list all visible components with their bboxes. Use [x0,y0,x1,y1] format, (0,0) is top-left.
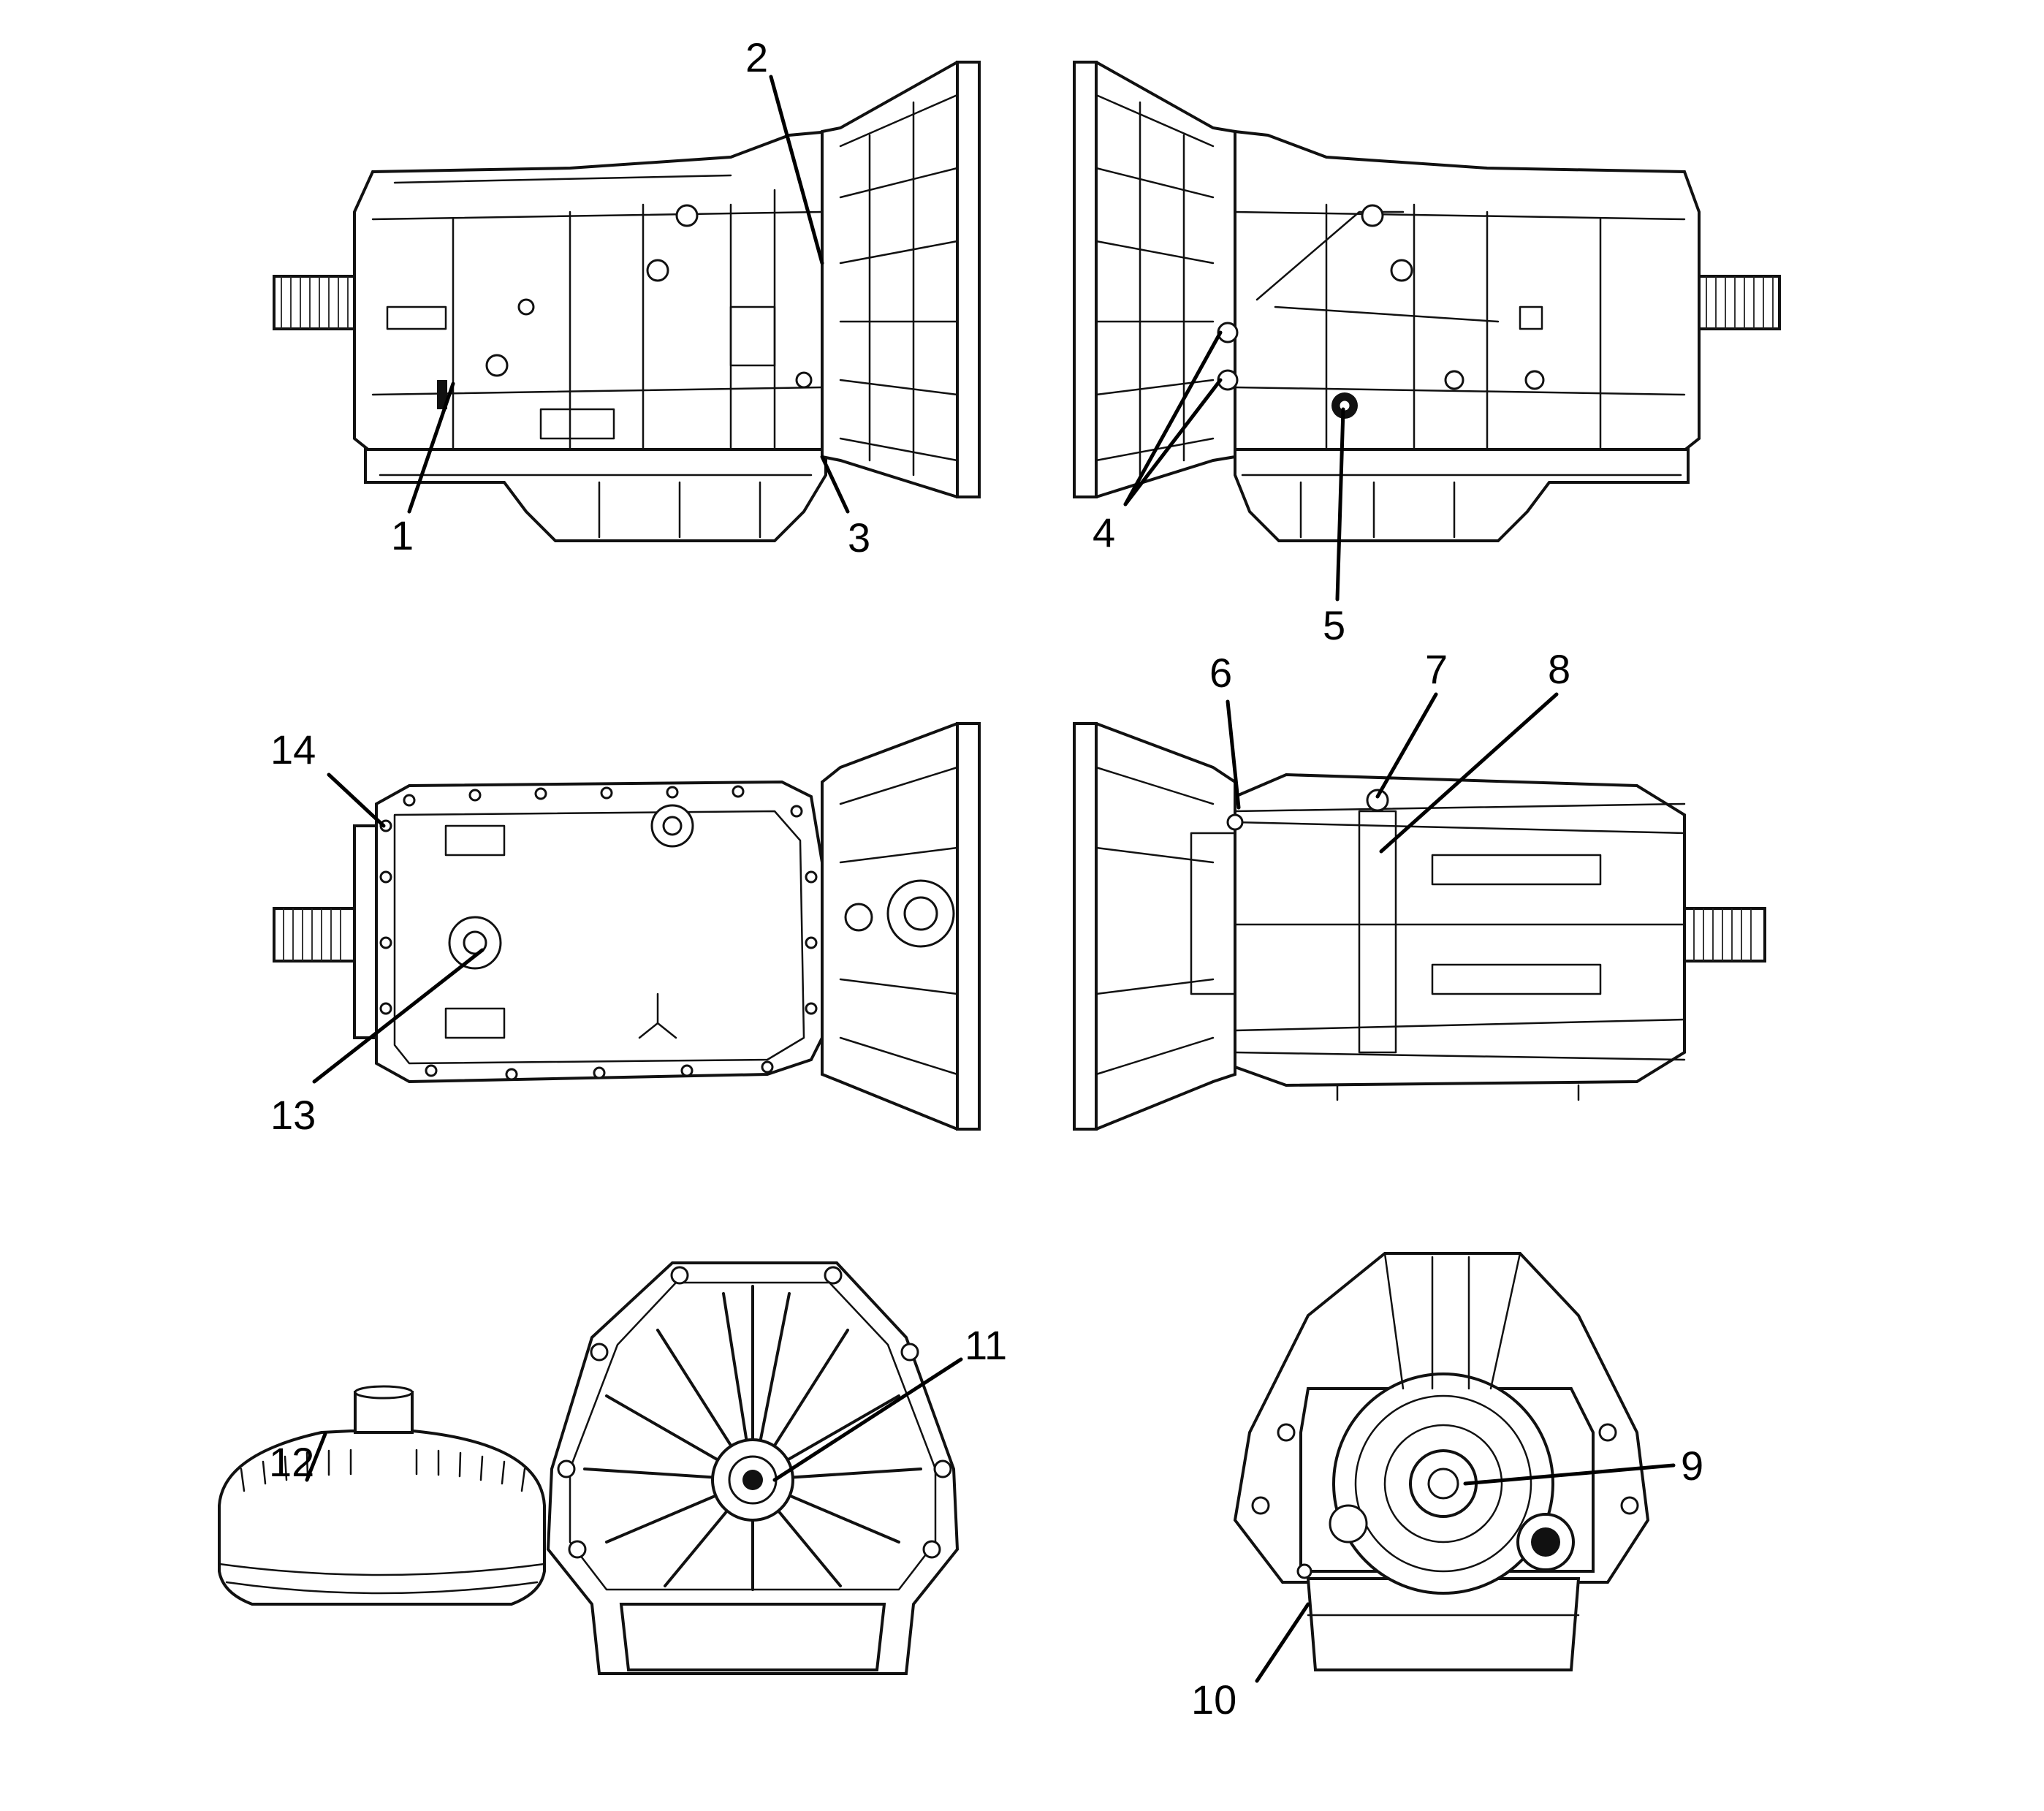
leader-4b [1123,378,1223,506]
transmission-rear-view [1233,1252,1650,1671]
transmission-front-view [546,1261,960,1675]
leader-3 [820,455,850,514]
leader-13 [312,948,485,1084]
leader-4a [1123,330,1223,506]
callout-10: 10 [1191,1677,1236,1723]
transmission-top-view [1073,722,1766,1131]
leader-5 [1335,407,1345,601]
leader-8 [1379,692,1559,854]
leader-10 [1255,1602,1310,1683]
callout-12: 12 [269,1439,314,1485]
callout-11: 11 [965,1322,1007,1368]
callout-1: 1 [391,512,414,558]
callout-labels: 1 2 3 4 5 6 7 8 9 10 11 12 13 14 [269,34,1703,1723]
transmission-right-side-view [1073,61,1781,542]
leader-9 [1463,1463,1676,1486]
leader-12 [305,1432,327,1482]
callout-7: 7 [1425,646,1448,692]
torque-converter [218,1385,546,1606]
callout-9: 9 [1681,1443,1703,1489]
callout-2: 2 [745,34,768,80]
callout-5: 5 [1323,602,1345,648]
leader-14 [327,772,386,828]
callout-3: 3 [848,515,870,561]
transmission-bottom-view [273,722,981,1131]
callout-14: 14 [270,726,316,772]
leader-2 [769,75,824,265]
callout-6: 6 [1209,650,1232,696]
leader-11 [772,1357,963,1482]
callout-4: 4 [1093,509,1115,555]
callout-13: 13 [270,1092,316,1138]
leader-1 [407,381,455,514]
leader-lines [305,75,1676,1683]
callout-8: 8 [1548,646,1570,692]
leader-7 [1375,692,1438,799]
leader-6 [1226,699,1241,810]
transmission-left-side-view [273,61,981,542]
